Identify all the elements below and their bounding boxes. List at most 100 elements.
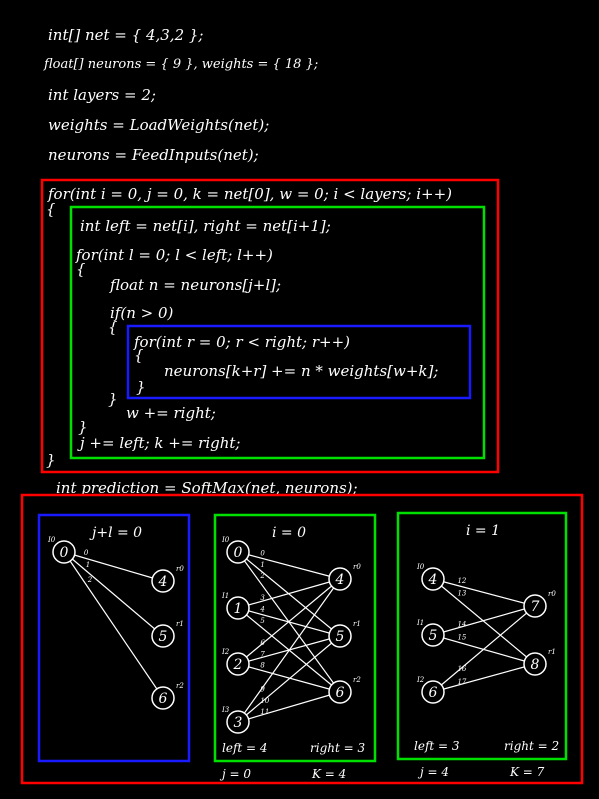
code-line-neurons: neurons = FeedInputs(net);: [48, 146, 259, 164]
diagram-3-right-node-0-circle: [523, 594, 547, 618]
diagram-3-right-node-0-tag: r0: [548, 590, 556, 598]
diagram-2-edge-9-label: 9: [260, 685, 265, 693]
diagram-1-node-1-number: 4: [158, 574, 168, 590]
diagram-2-right-node-0-circle: [328, 567, 352, 591]
diagram-1-title: j+l = 0: [89, 525, 142, 541]
diagram-2-edge-10: [237, 635, 341, 723]
diagram-2-left-node-3-circle: [226, 710, 250, 734]
diagram-2-left-node-3-tag: I3: [221, 706, 230, 714]
diagram-3-right-node-0: 7 r0: [523, 590, 556, 618]
code-brace-close-4: }: [136, 378, 146, 396]
code-brace-open-4: {: [134, 346, 144, 364]
diagram-1-node-0-number: 0: [60, 545, 69, 561]
diagram-2-left-node-0-number: 0: [234, 545, 243, 561]
diagram-3-left-count: left = 3: [414, 739, 460, 753]
diagram-2-right-count: right = 3: [310, 741, 365, 755]
loop-code: for(int i = 0, j = 0, k = net[0], w = 0;…: [46, 185, 452, 469]
diagram-3-right-node-1-circle: [523, 652, 547, 676]
code-brace-close-3: }: [108, 390, 118, 408]
r-loop-box: [126, 324, 472, 400]
diagram-2-edge-8: [237, 663, 341, 693]
diagram-2-right-node-1: 5 r1: [328, 620, 361, 648]
code-r-loop: for(int r = 0; r < right; r++): [133, 333, 350, 351]
diagram-2-right-node-0: 4r0: [328, 563, 361, 591]
diagram-1-edge-1-label: 1: [86, 561, 90, 569]
diagram-3-left-node-0: 4I0: [416, 563, 445, 591]
diagram-3-left-node-0-tag: I0: [416, 563, 425, 571]
diagram-2-edge-6: [237, 578, 341, 665]
diagram-3-edge-4: [432, 605, 536, 693]
diagram-3-edge-5: [432, 663, 536, 693]
diagram-2-left-node-0-tag: I0: [221, 536, 230, 544]
inner-loop-box: [69, 205, 486, 460]
diagram-2-left-node-2: 2I2: [221, 648, 250, 676]
diagram-3-left-node-0-number: 4: [428, 572, 438, 588]
diagram-2-left-node-1-circle: [226, 596, 250, 620]
diagram-2-edge-11: [237, 691, 341, 723]
diagram-1-edge-2: [63, 551, 164, 699]
diagram-2-left-node-0: 0 I0: [221, 536, 250, 564]
diagram-3-edge-3-label: 15: [457, 633, 466, 641]
diagram-2-right-node-2: 6r2: [328, 676, 361, 704]
diagram-3-edge-2: [432, 605, 536, 636]
diagram-2-right-node-0-number: 4: [335, 572, 345, 588]
diagram-1-edges: 012: [63, 549, 164, 699]
diagram-2-edge-3-label: 3: [260, 594, 265, 602]
diagram-1-node-1-circle: [151, 569, 175, 593]
code-if-line: if(n > 0): [110, 304, 174, 322]
code-accumulate: neurons[k+r] += n * weights[w+k];: [164, 362, 438, 380]
diagram-1-node-1: 4r0: [151, 565, 184, 593]
diagram-2-right-node-1-number: 5: [336, 629, 345, 645]
diagram-3-k-label: K = 7: [509, 765, 545, 779]
code-outer-loop: for(int i = 0, j = 0, k = net[0], w = 0;…: [47, 185, 452, 203]
diagram-1-edge-0-label: 0: [84, 549, 89, 557]
code-brace-close-1: }: [46, 451, 56, 469]
code-declarations: int[] net = { 4,3,2 }; float[] neurons =…: [43, 26, 318, 164]
code-brace-close-2: }: [78, 418, 88, 436]
diagram-2-left-node-1-tag: I1: [221, 592, 229, 600]
diagram-3-right-node-1-tag: r1: [548, 648, 556, 656]
diagram-2-edge-0-label: 0: [260, 549, 265, 557]
diagram-2-left-node-1: 1I1: [221, 592, 250, 620]
code-line-net: int[] net = { 4,3,2 };: [48, 26, 203, 44]
diagram-1-node-0-tag: I0: [47, 536, 56, 544]
diagram-3-left-node-1: 5 I1: [416, 619, 445, 647]
code-brace-open-2: {: [76, 260, 86, 278]
diagram-1-box: [37, 513, 191, 763]
diagram-2-edge-8-label: 8: [260, 662, 265, 670]
diagram-3-left-node-1-tag: I1: [416, 619, 424, 627]
diagram-3-right-node-0-number: 7: [531, 599, 540, 615]
diagram-3-left-node-1-number: 5: [429, 628, 438, 644]
diagram-2-edge-7-label: 7: [260, 650, 265, 658]
code-brace-open-1: {: [46, 200, 56, 218]
diagram-3-box: [396, 511, 568, 761]
diagram-3-title: i = 1: [466, 523, 500, 539]
diagram-1-node-2: 5r1: [151, 620, 184, 648]
diagrams-frame: [20, 493, 584, 785]
diagram-1-edge-0: [63, 551, 164, 582]
diagram-3-edge-1: [432, 578, 536, 665]
diagram-2-edge-5-label: 5: [260, 617, 265, 625]
diagram-1-node-3-number: 6: [159, 691, 168, 707]
code-w-increment: w += right;: [126, 404, 216, 422]
diagram-3-edge-0: [432, 578, 536, 607]
diagram-1-node-2-tag: r1: [176, 620, 184, 628]
code-line-layers: int layers = 2;: [48, 86, 156, 104]
diagram-3-edge-0-label: 12: [457, 577, 466, 585]
diagram-2-j-label: j = 0: [219, 767, 251, 781]
code-inner-loop: for(int l = 0; l < left; l++): [75, 246, 273, 264]
diagram-2-k-label: K = 4: [311, 767, 346, 781]
diagram-1-node-3-circle: [151, 686, 175, 710]
outer-loop-box: [40, 178, 500, 474]
diagram-2-left-node-3: 3I3: [221, 706, 250, 734]
diagram-2-right-node-1-tag: r1: [353, 620, 361, 628]
diagram-1-node-2-circle: [151, 624, 175, 648]
diagram-3-right-node-1: 8r1: [523, 648, 556, 676]
diagram-2-left-node-0-circle: [226, 540, 250, 564]
